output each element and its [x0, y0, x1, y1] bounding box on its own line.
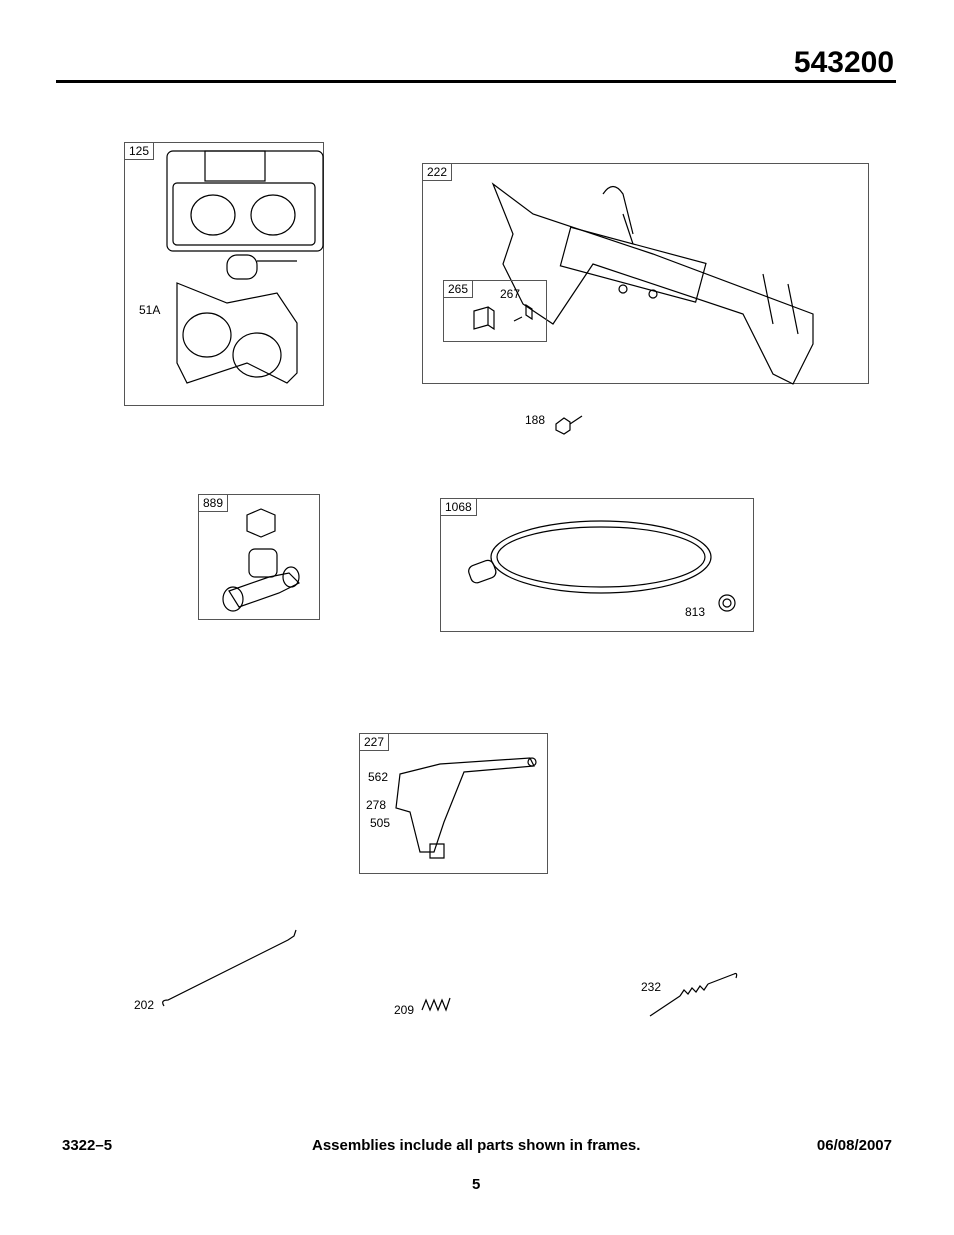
- fitting-illustration: [222, 508, 301, 612]
- part-label-51a: 51A: [139, 303, 161, 317]
- part-label-505: 505: [370, 816, 391, 830]
- header-rule: [56, 80, 896, 83]
- part-label-232: 232: [641, 980, 662, 994]
- frame-125: 125 51A: [124, 142, 324, 406]
- frame-889: 889: [198, 494, 320, 620]
- frame-tag: 125: [125, 143, 155, 160]
- throttle-body-illustration: [166, 150, 324, 384]
- footer-note: Assemblies include all parts shown in fr…: [312, 1137, 641, 1154]
- part-label-562: 562: [368, 770, 389, 784]
- spring-232-illustration: [649, 972, 738, 1017]
- fuel-hose-illustration: [468, 520, 736, 612]
- frame-tag: 1068: [441, 499, 477, 516]
- part-label-188: 188: [525, 413, 546, 427]
- clip-and-screw-illustration: [473, 303, 533, 331]
- footer-code: 3322–5: [62, 1137, 113, 1154]
- frame-1068: 1068 813: [440, 498, 754, 632]
- page-number: 5: [472, 1176, 481, 1193]
- spring-209-illustration: [421, 997, 451, 1012]
- frame-265: 265 267: [443, 280, 547, 342]
- part-label-209: 209: [394, 1003, 415, 1017]
- bolt-188-icon: [555, 415, 583, 435]
- frame-tag: 222: [423, 164, 453, 181]
- frame-tag: 265: [444, 281, 474, 298]
- part-label-267: 267: [500, 287, 521, 301]
- part-label-202: 202: [134, 998, 155, 1012]
- part-label-813: 813: [685, 605, 706, 619]
- page-title: 543200: [793, 46, 894, 79]
- frame-tag: 889: [199, 495, 229, 512]
- control-bracket-illustration: [491, 182, 814, 385]
- frame-222: 222 265 267: [422, 163, 869, 385]
- frame-tag: 227: [360, 734, 390, 751]
- bracket-227-illustration: [395, 757, 537, 859]
- footer-date: 06/08/2007: [816, 1137, 892, 1154]
- frame-227: 227 562 278 505: [359, 733, 548, 874]
- part-label-278: 278: [366, 798, 387, 812]
- throttle-rod-illustration: [162, 929, 297, 1007]
